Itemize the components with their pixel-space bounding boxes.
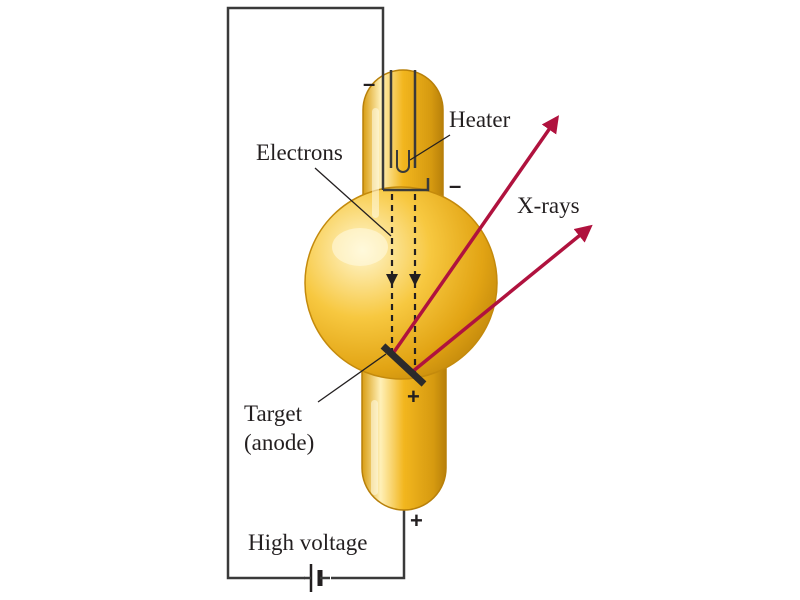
cathode-leads [381,70,417,190]
electrons-label: Electrons [256,140,343,165]
lower-neck-highlight [371,400,378,495]
tube-body [304,69,498,511]
bulb [304,186,498,380]
electrons-leader [314,167,392,237]
high-voltage-label: High voltage [248,530,367,555]
xrays-label: X-rays [517,193,580,218]
target-label: Target [244,401,303,426]
xray-beam-lower [410,224,593,374]
leader-lines [314,134,451,403]
heater-label: Heater [449,107,511,132]
heater-leader [409,134,451,161]
xray-beams [392,115,593,374]
heater-filament [396,150,410,173]
cathode-terminal-sign: – [363,71,375,96]
cathode-cup [383,178,430,192]
electron-arrow-right [409,274,421,286]
battery-icon [304,564,331,592]
electron-arrow-left [386,274,398,286]
cathode-cup-sign: – [449,173,461,198]
neck-highlight [372,108,379,218]
electron-beams [386,194,421,372]
anode-target [380,343,427,387]
anode-terminal-sign: + [410,508,423,533]
xray-beam-upper [392,115,560,354]
target-leader [317,353,387,403]
anode-tube-sign: + [407,384,420,409]
bulb-highlight [332,228,388,266]
anode-label: (anode) [244,430,314,455]
